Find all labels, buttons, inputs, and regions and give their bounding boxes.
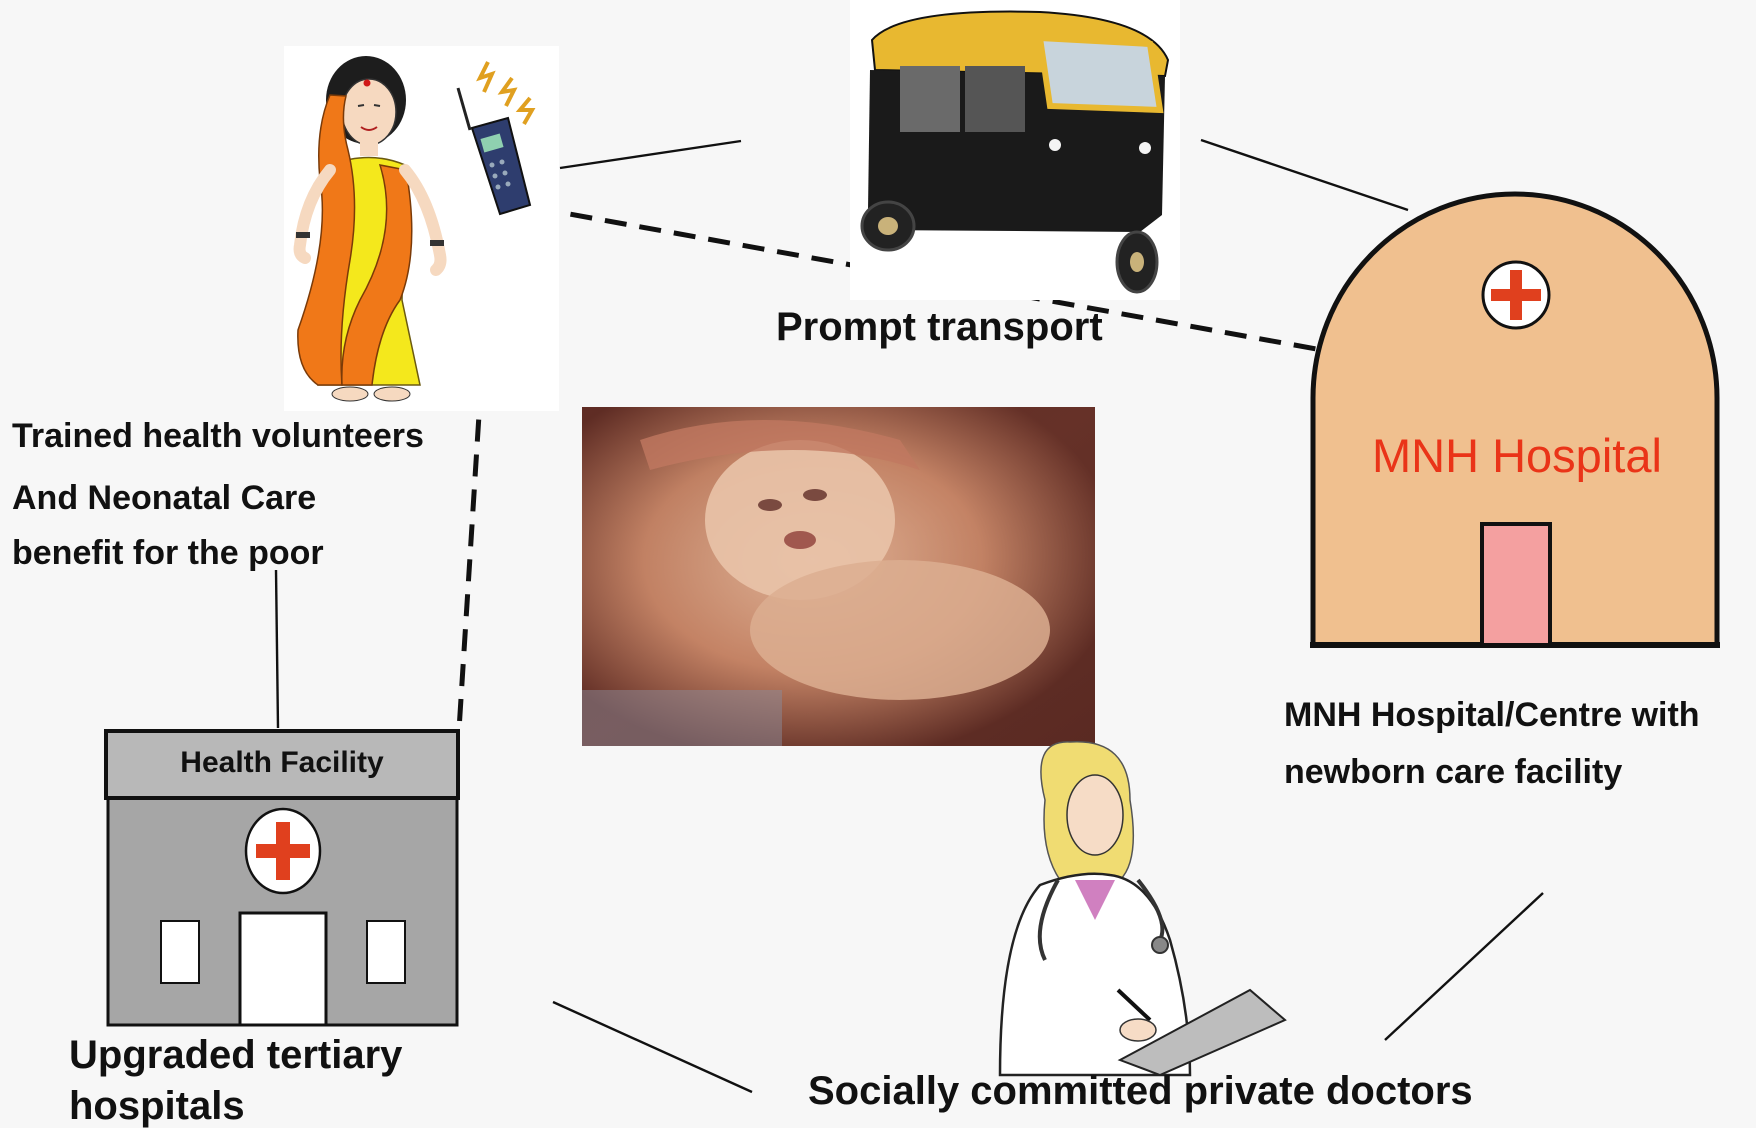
connector-doctors-to-hospital	[1384, 892, 1544, 1041]
mnh-hospital-building-icon	[1310, 191, 1720, 648]
health-facility-building-icon	[104, 729, 460, 1027]
connector-facility-to-doctors	[552, 1000, 753, 1094]
volunteers-label-line2: And Neonatal Care	[12, 479, 317, 517]
connector-volunteers-to-facility	[274, 569, 280, 729]
doctor-illustration	[998, 741, 1287, 1077]
connector-transport-to-hospital	[1200, 138, 1409, 212]
tertiary-label-line2: hospitals	[69, 1084, 245, 1128]
mnh-caption-line1: MNH Hospital/Centre with	[1284, 696, 1700, 734]
mnh-caption-line2: newborn care facility	[1284, 753, 1623, 791]
tertiary-label-line1: Upgraded tertiary	[69, 1033, 403, 1077]
mnh-hospital-sign: MNH Hospital	[1372, 429, 1662, 482]
connector-phone-to-transport	[559, 139, 742, 170]
volunteers-label-line1: Trained health volunteers	[12, 417, 424, 455]
volunteer-woman-illustration	[284, 46, 559, 411]
volunteers-label-line3: benefit for the poor	[12, 534, 324, 572]
health-facility-sign: Health Facility	[180, 746, 384, 779]
prompt-transport-label: Prompt transport	[776, 305, 1103, 349]
newborn-photo	[582, 407, 1095, 746]
private-doctors-label: Socially committed private doctors	[808, 1069, 1473, 1113]
mobile-phone-icon	[456, 61, 536, 216]
auto-rickshaw-illustration	[850, 0, 1180, 300]
